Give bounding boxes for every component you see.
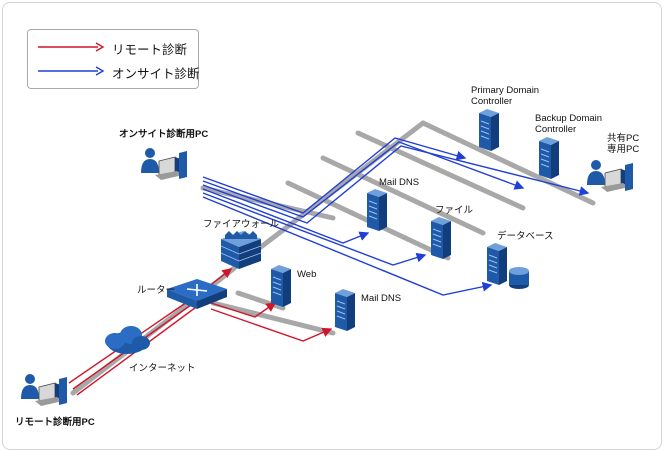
database-server-icon (486, 242, 508, 286)
legend-label-remote: リモート診断 (112, 43, 188, 57)
backup-dc-label: Backup Domain Controller (535, 113, 603, 135)
network-diagram (20, 108, 634, 407)
onsite-diagnosis-paths (202, 137, 590, 296)
internet-label: インターネット (129, 363, 196, 374)
mail-dns-inner-server-icon (366, 188, 388, 232)
database-cylinder-icon (509, 267, 529, 289)
primary-dc-server-icon (478, 108, 500, 152)
onsite-pc-icon (140, 147, 188, 181)
shared-pc-icon (586, 159, 634, 193)
firewall-icon (220, 231, 262, 269)
backup-dc-server-icon (538, 136, 560, 180)
remote-pc-label: リモート診断用PC (15, 417, 95, 428)
mail-dns-dmz-server-icon (334, 288, 356, 332)
mail-dns-inner-label: Mail DNS (379, 177, 420, 188)
shared-pc-label: 共有PC 専用PC (607, 133, 640, 155)
onsite-pc-label: オンサイト診断用PC (119, 129, 209, 140)
remote-pc-icon (20, 373, 68, 407)
legend-label-onsite: オンサイト診断 (112, 67, 200, 81)
internet-cloud-icon (105, 326, 150, 354)
web-label: Web (297, 269, 317, 280)
web-server-icon (270, 264, 292, 308)
router-label: ルーター (137, 285, 176, 296)
file-label: ファイル (435, 205, 474, 216)
file-server-icon (430, 216, 452, 260)
primary-dc-label: Primary Domain Controller (471, 85, 540, 107)
router-icon (167, 279, 227, 309)
legend: リモート診断 オンサイト診断 (27, 29, 200, 89)
database-label: データベース (497, 231, 554, 242)
firewall-label: ファイアウォール (203, 219, 280, 230)
blue-arrow-icon (38, 66, 105, 76)
mail-dns-dmz-label: Mail DNS (361, 293, 402, 304)
red-arrow-icon (38, 42, 105, 52)
